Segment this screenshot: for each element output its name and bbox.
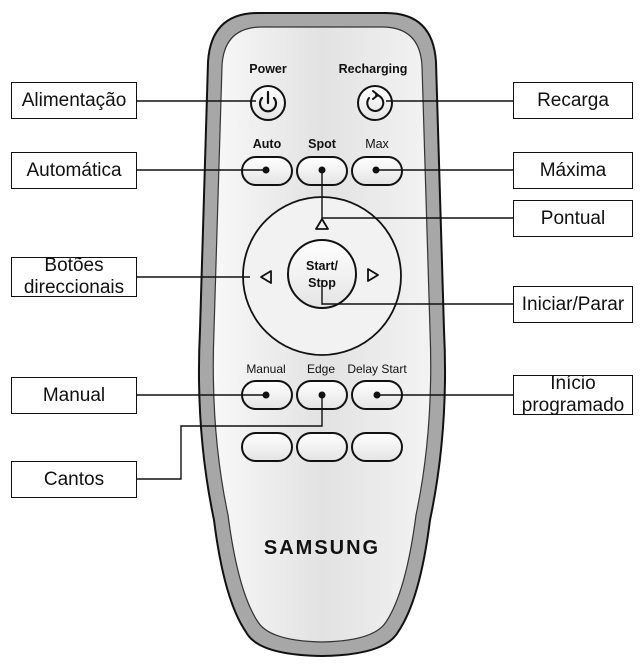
- brand-logo-text: SAMSUNG: [264, 537, 380, 559]
- callout-inicio-line1: Início: [550, 373, 596, 395]
- dot-edge: [318, 391, 326, 399]
- recharge-icon: [366, 90, 385, 112]
- callout-botoes-line2: direccionais: [23, 277, 125, 298]
- callout-automatica-text: Automática: [26, 159, 122, 181]
- callout-pontual: Pontual: [513, 200, 633, 237]
- dot-delay-start: [373, 391, 381, 399]
- max-label: Max: [365, 137, 389, 151]
- callout-botoes-line1: Botões: [44, 255, 104, 277]
- power-label: Power: [249, 62, 287, 76]
- callout-dots: [262, 166, 381, 399]
- callout-maxima: Máxima: [513, 152, 633, 189]
- callout-cantos-text: Cantos: [43, 468, 105, 490]
- callout-pontual-text: Pontual: [540, 207, 606, 229]
- callout-automatica: Automática: [11, 152, 137, 189]
- callout-iniciar-parar-text: Iniciar/Parar: [521, 293, 625, 315]
- callout-botoes-direccionais: Botões direccionais: [11, 255, 137, 298]
- callout-manual: Manual: [11, 377, 137, 414]
- callout-alimentacao: Alimentação: [11, 82, 137, 119]
- callout-alimentacao-text: Alimentação: [21, 89, 127, 111]
- leader-pontual: [321, 170, 513, 219]
- dot-manual: [262, 391, 270, 399]
- arrow-up-icon[interactable]: [315, 218, 329, 230]
- callout-cantos: Cantos: [11, 461, 137, 498]
- delay-start-label: Delay Start: [347, 362, 407, 376]
- auto-label: Auto: [253, 137, 282, 151]
- spot-label: Spot: [308, 137, 337, 151]
- leader-lines: [137, 100, 513, 480]
- dot-spot: [318, 166, 326, 174]
- manual-label: Manual: [246, 362, 285, 376]
- edge-label: Edge: [307, 362, 335, 376]
- blank-button-middle[interactable]: [296, 432, 348, 462]
- callout-recarga: Recarga: [513, 82, 633, 119]
- callout-iniciar-parar: Iniciar/Parar: [513, 286, 633, 323]
- arrow-left-icon[interactable]: [260, 270, 272, 284]
- callout-inicio-line2: programado: [521, 395, 625, 416]
- leader-iniciar-parar: [321, 280, 513, 305]
- recharging-label: Recharging: [339, 62, 408, 76]
- recharging-button[interactable]: [357, 85, 393, 121]
- blank-button-right[interactable]: [351, 432, 403, 462]
- arrow-right-icon[interactable]: [367, 268, 379, 282]
- start-stop-button[interactable]: [287, 239, 357, 309]
- power-icon: [258, 90, 278, 113]
- callout-inicio-programado: Início programado: [513, 373, 633, 416]
- blank-button-left[interactable]: [241, 432, 293, 462]
- dot-auto: [262, 166, 270, 174]
- dot-max: [372, 166, 380, 174]
- callout-manual-text: Manual: [42, 384, 106, 406]
- callout-maxima-text: Máxima: [539, 159, 607, 181]
- start-stop-label-line1: Start/: [306, 259, 338, 273]
- callout-recarga-text: Recarga: [537, 89, 609, 111]
- leader-cantos: [137, 395, 323, 480]
